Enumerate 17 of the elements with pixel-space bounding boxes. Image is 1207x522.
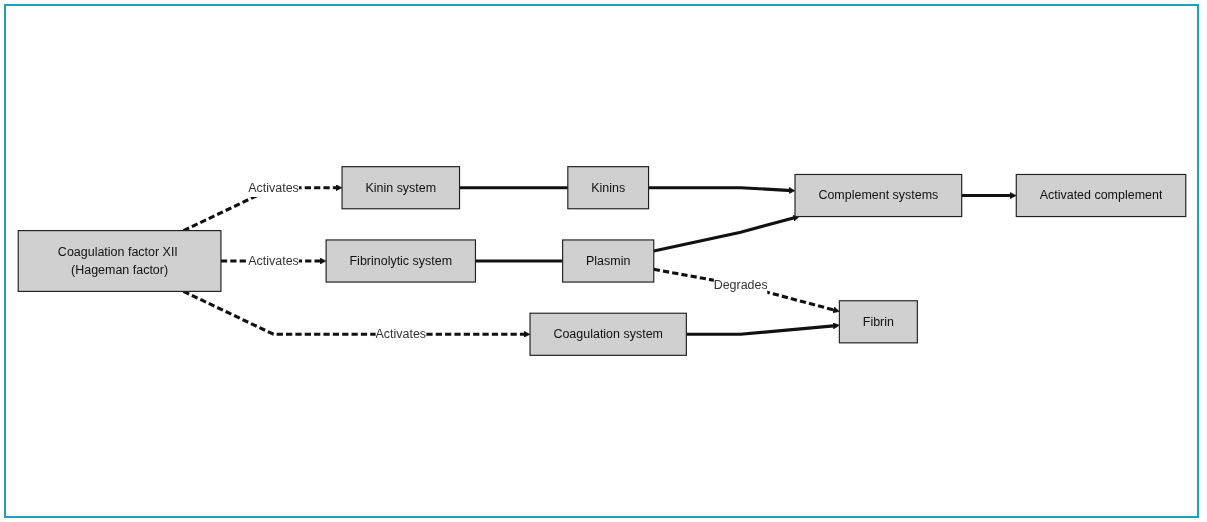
node-box: Coagulation factor XII (Hageman factor) <box>17 230 221 292</box>
arrow <box>182 290 530 338</box>
node-box: Coagulation system <box>528 312 687 356</box>
node-box: Fibrinolytic system <box>325 239 476 283</box>
edge-label: Activates <box>247 180 299 194</box>
node-box: Complement systems <box>793 173 962 218</box>
node-box: Plasmin <box>561 239 654 283</box>
arrow <box>648 186 795 194</box>
node-box: Activated complement <box>1015 173 1186 218</box>
node-box: Kinin system <box>340 166 460 210</box>
node-box: Kinins <box>566 166 649 210</box>
edge-label: Activates <box>247 253 299 268</box>
edge-label: Activates <box>374 327 426 341</box>
edge-label: Degrades <box>713 278 768 292</box>
connector <box>474 259 563 263</box>
connector <box>459 186 568 190</box>
node-box: Fibrin <box>838 300 918 344</box>
